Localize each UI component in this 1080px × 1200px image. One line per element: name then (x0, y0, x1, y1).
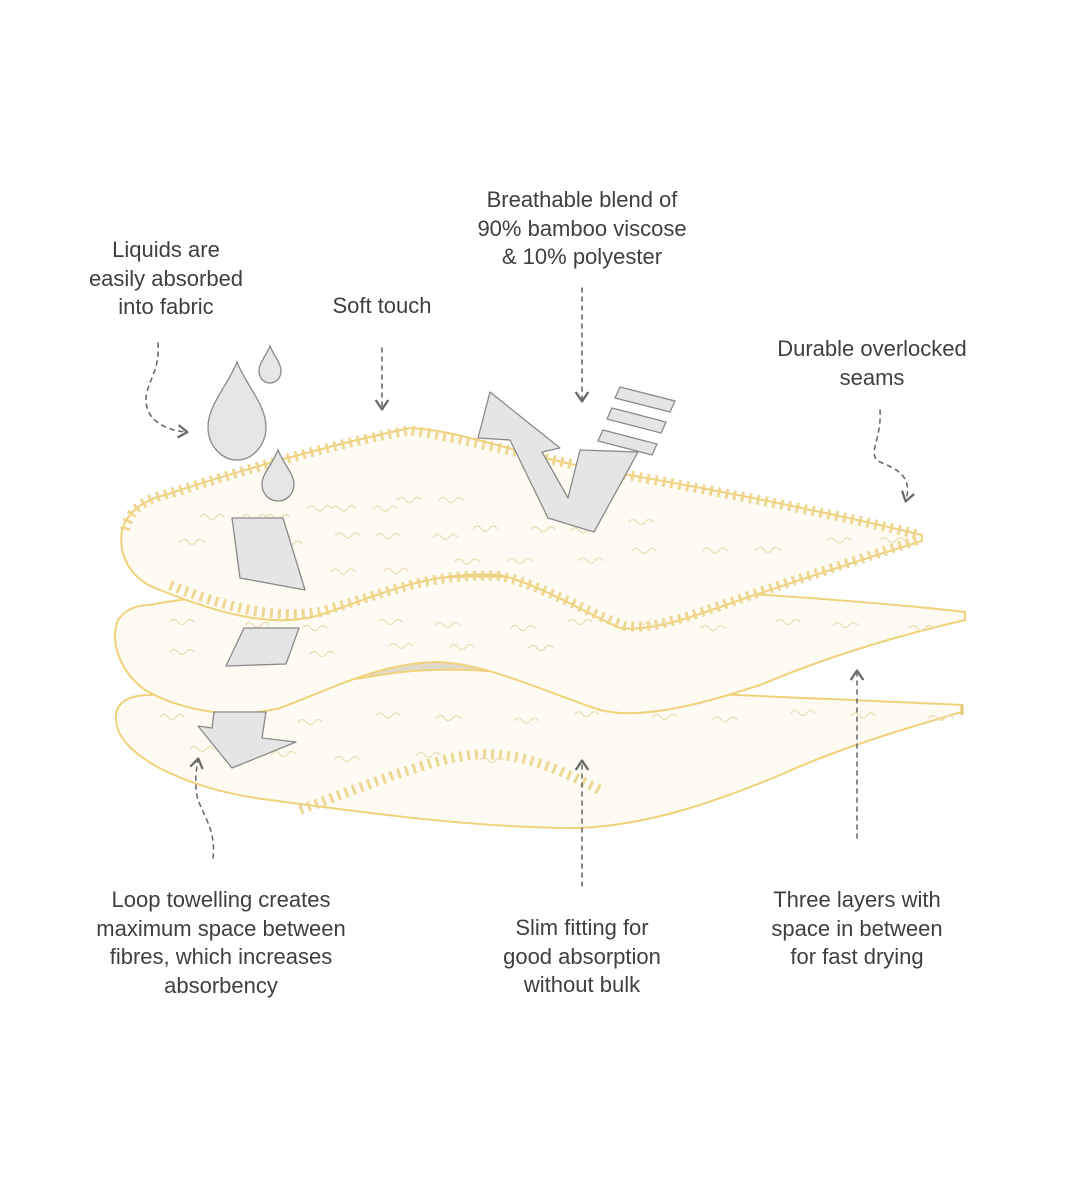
loop-squiggle (651, 713, 678, 720)
leader-seams (873, 409, 915, 503)
label-breathable-line: Breathable blend of (486, 187, 678, 212)
loop-squiggle (510, 624, 536, 632)
loop-squiggle (908, 624, 934, 632)
label-breathable: Breathable blend of 90% bamboo viscose & 1… (457, 186, 707, 272)
down-arrow-icon (197, 517, 306, 769)
loop-squiggle (388, 642, 414, 650)
loop-squiggle (306, 505, 333, 512)
loop-squiggle (330, 505, 357, 512)
label-towelling: Loop towelling creates maximum space betw… (76, 886, 366, 1000)
loop-squiggle (189, 745, 215, 753)
label-slim: Slim fitting for good absorption without b… (477, 914, 687, 1000)
loop-squiggle (309, 650, 335, 658)
loop-squiggle (567, 618, 593, 626)
loop-squiggle (302, 624, 328, 632)
loop-squiggle (169, 618, 195, 626)
label-towelling-line: absorbency (164, 972, 278, 998)
loop-squiggle (372, 505, 398, 512)
loop-squiggle (169, 648, 195, 656)
label-layers: Three layers with space in between for fas… (747, 886, 967, 972)
loop-squiggle (631, 547, 657, 555)
loop-squiggle (383, 567, 409, 575)
loop-squiggle (374, 532, 401, 540)
loop-squiggle (513, 717, 540, 724)
loop-squiggle (832, 621, 859, 629)
loop-squiggle (297, 718, 323, 726)
label-liquids-line: easily absorbed (88, 265, 244, 291)
loop-squiggle (375, 712, 401, 719)
loop-squiggle (435, 715, 462, 722)
loop-squiggle (712, 716, 738, 723)
loop-squiggle (507, 557, 533, 565)
leader-lines (145, 287, 915, 887)
loop-squiggle (479, 756, 505, 764)
loop-squiggle (415, 751, 442, 759)
loop-squiggle (396, 496, 422, 503)
loop-squiggle (700, 624, 726, 632)
loop-squiggle (573, 711, 600, 718)
label-liquids: Liquids are easily absorbed into fabric (66, 236, 266, 322)
loop-squiggle (454, 558, 480, 565)
loop-squiggle (335, 532, 361, 539)
label-layers-line: for fast drying (790, 944, 924, 969)
label-seams-line: Durable overlocked (777, 336, 967, 361)
loop-squiggle (775, 618, 801, 626)
label-layers-line: space in between (771, 915, 943, 941)
loop-squiggle (530, 526, 556, 533)
label-breathable-line: 90% bamboo viscose (477, 215, 687, 241)
loop-squiggle (199, 513, 225, 521)
loop-squiggle (377, 618, 403, 626)
loop-squiggle (334, 755, 360, 763)
loop-squiggle (159, 713, 185, 721)
label-slim-line: good absorption (503, 943, 661, 969)
loop-squiggle (850, 712, 876, 719)
label-layers-line: Three layers with (773, 887, 941, 912)
label-liquids-line: Liquids are (112, 237, 220, 262)
label-seams: Durable overlocked seams (752, 335, 992, 392)
loop-squiggle (790, 709, 816, 717)
label-seams-line: seams (839, 364, 905, 390)
loop-squiggle (755, 546, 781, 554)
leader-towelling (189, 757, 215, 859)
loop-squiggle (449, 643, 475, 651)
air-vent-icon (597, 386, 676, 456)
label-slim-line: without bulk (523, 972, 641, 997)
leader-liquids (145, 342, 189, 439)
loop-squiggle (434, 621, 461, 629)
fabric-layer-bottom (114, 668, 964, 830)
label-soft-touch: Soft touch (302, 292, 462, 321)
loop-squiggle (330, 568, 356, 575)
loop-squiggle (826, 537, 852, 544)
loop-squiggle (578, 557, 604, 564)
loop-squiggle (928, 714, 954, 722)
loop-squiggle (432, 533, 459, 541)
loop-squiggle (438, 496, 464, 504)
loop-squiggle (528, 644, 554, 652)
loop-squiggle (179, 538, 205, 546)
loop-squiggle (702, 547, 728, 554)
label-liquids-line: into fabric (118, 294, 214, 319)
label-slim-line: Slim fitting for (515, 915, 649, 940)
water-drop-icon (207, 344, 295, 502)
label-towelling-line: maximum space between (96, 915, 346, 941)
label-towelling-line: Loop towelling creates (111, 887, 331, 912)
label-towelling-line: fibres, which increases (109, 944, 333, 969)
loop-squiggle (270, 750, 297, 758)
loop-squiggle (472, 525, 498, 532)
loop-squiggle (628, 518, 654, 526)
fabric-layer-top (120, 424, 923, 632)
label-breathable-line: & 10% polyester (501, 244, 663, 269)
loop-squiggle (642, 621, 669, 629)
label-soft-touch-line: Soft touch (332, 293, 432, 318)
loop-squiggle (879, 536, 905, 544)
